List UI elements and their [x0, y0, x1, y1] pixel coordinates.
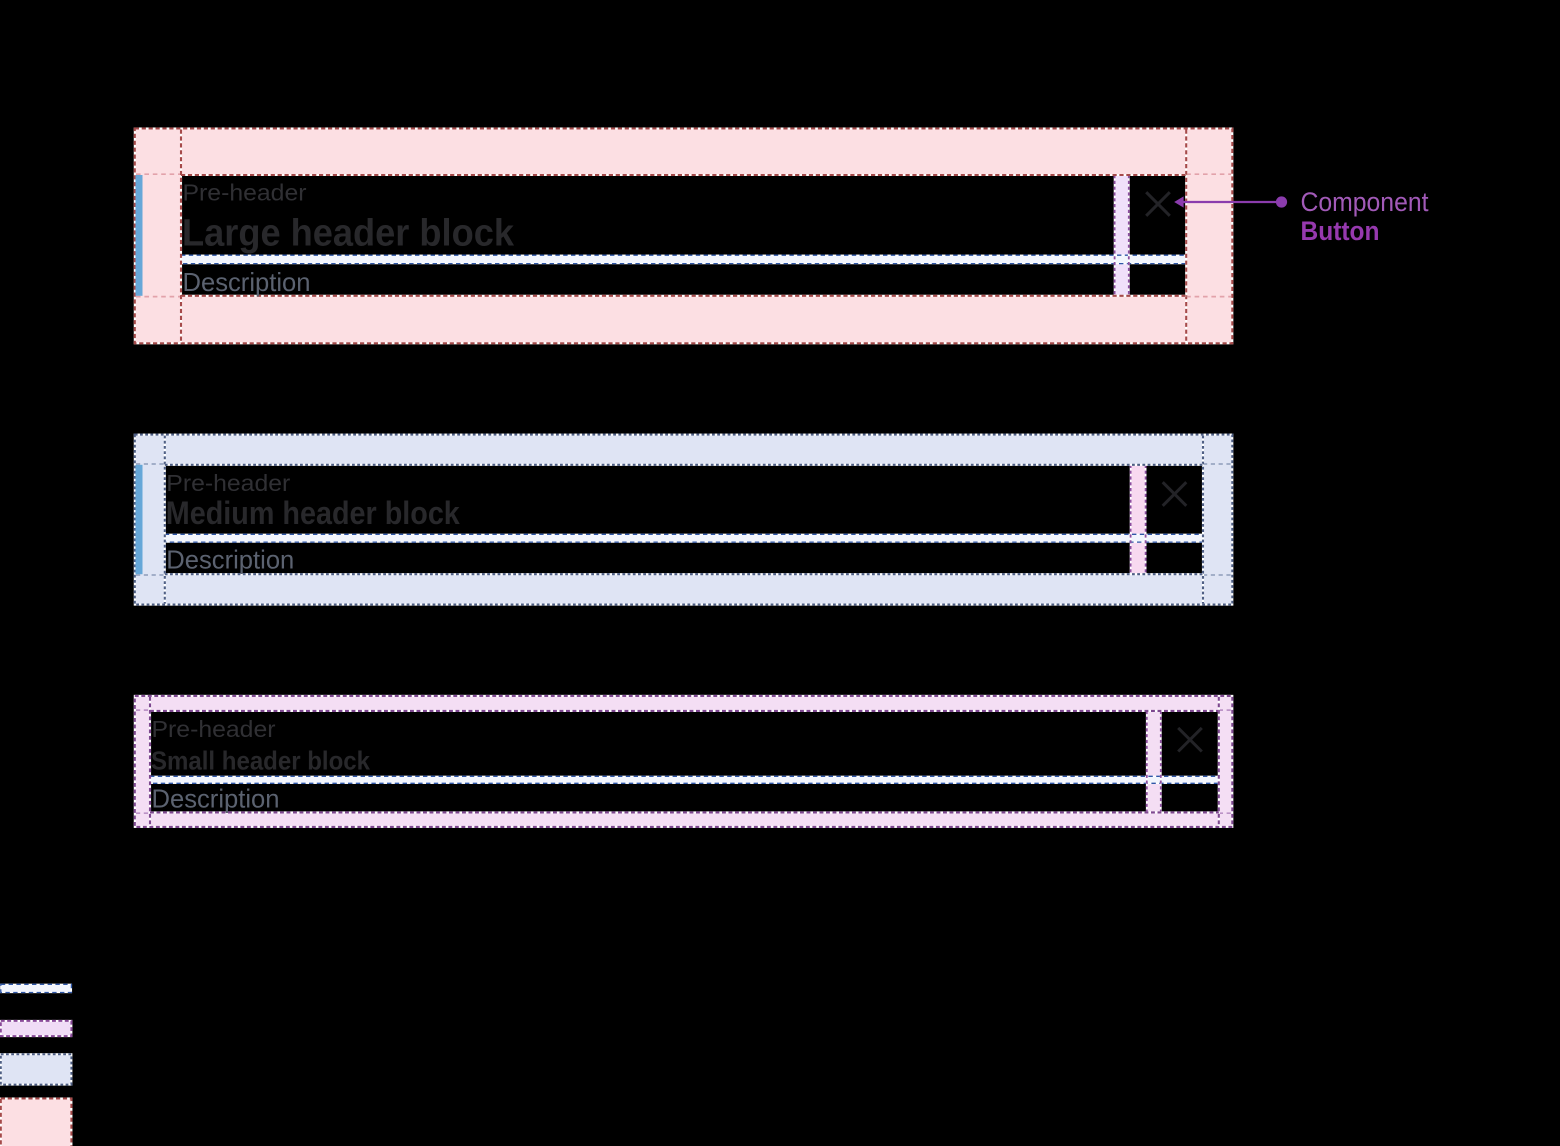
svg-text:Button: Button — [1301, 216, 1380, 246]
svg-text:Component: Component — [1301, 187, 1429, 217]
svg-text:Small header block: Small header block — [151, 746, 370, 776]
svg-text:Description: Description — [183, 267, 311, 297]
svg-text:Medium header block: Medium header block — [166, 495, 460, 531]
svg-text:Pre-header: Pre-header — [152, 716, 276, 742]
svg-text:Description: Description — [166, 545, 294, 575]
svg-text:Large header block: Large header block — [182, 213, 515, 255]
svg-text:Pre-header: Pre-header — [183, 180, 307, 206]
svg-text:Description: Description — [152, 784, 280, 814]
svg-text:Pre-header: Pre-header — [166, 470, 290, 496]
